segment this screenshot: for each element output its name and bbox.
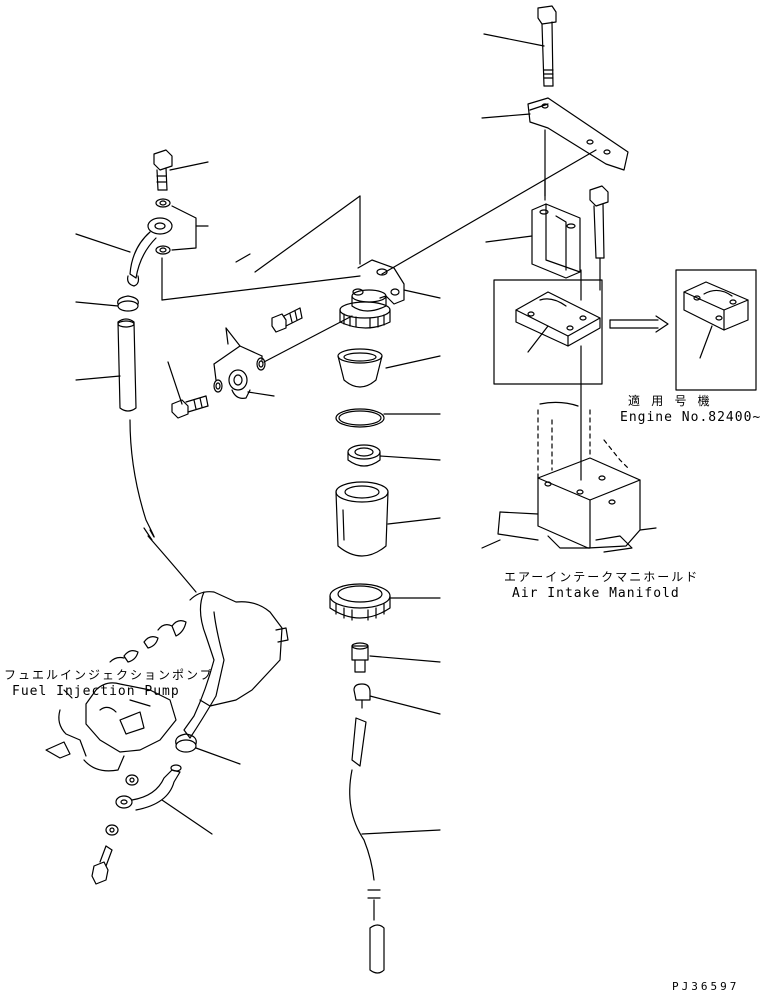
pump-bolt <box>91 845 113 885</box>
applicable-label-jp: 適 用 号 機 <box>628 394 712 408</box>
new-part-box <box>675 269 757 391</box>
manifold-label-en: Air Intake Manifold <box>512 586 680 601</box>
engine-number-label: Engine No.82400~ <box>620 410 762 425</box>
alternate-part-box <box>493 279 603 385</box>
long-bolt <box>589 185 609 259</box>
arrow-icon <box>609 315 669 333</box>
intake-manifold <box>481 401 657 553</box>
head-bolt <box>271 307 303 333</box>
hose-clip <box>353 683 371 709</box>
banjo-hose <box>127 217 173 287</box>
seal-ring <box>347 444 381 467</box>
pump-washer-2 <box>105 824 119 836</box>
filter-element <box>335 481 389 557</box>
leader-lines <box>75 33 713 835</box>
pump-label-jp: フュエルインジェクションポンプ <box>4 668 214 682</box>
alternate-bracket <box>515 291 601 347</box>
o-ring <box>335 408 385 428</box>
washer-lower <box>155 245 171 255</box>
pump-washer-1 <box>125 774 139 786</box>
drawing-code: PJ36597 <box>672 980 740 993</box>
drain-fitting <box>351 642 369 673</box>
left-bolt <box>153 149 173 191</box>
top-bolt <box>537 5 557 87</box>
pump-banjo-hose <box>115 764 182 811</box>
banjo-fitting <box>228 369 251 399</box>
new-bracket <box>683 281 749 331</box>
side-washer-2 <box>256 357 266 371</box>
left-hose <box>117 318 197 593</box>
left-clip <box>117 295 139 312</box>
pump-clip <box>175 733 197 753</box>
side-bracket-line <box>213 345 263 365</box>
ring-nut <box>329 583 391 621</box>
filter-cup <box>337 348 383 388</box>
side-connector-line <box>263 315 353 363</box>
manifold-label-jp: エアーインテークマニホールド <box>504 570 700 584</box>
drain-hose <box>349 717 385 974</box>
washer-upper <box>155 198 171 208</box>
fuel-injection-pump <box>45 591 289 772</box>
side-bolt <box>171 395 209 419</box>
pump-label-en: Fuel Injection Pump <box>12 684 180 699</box>
side-washer-1 <box>213 379 223 393</box>
top-bracket <box>527 97 629 171</box>
spacer-block <box>531 203 581 279</box>
washer-bracket-line <box>171 205 197 251</box>
